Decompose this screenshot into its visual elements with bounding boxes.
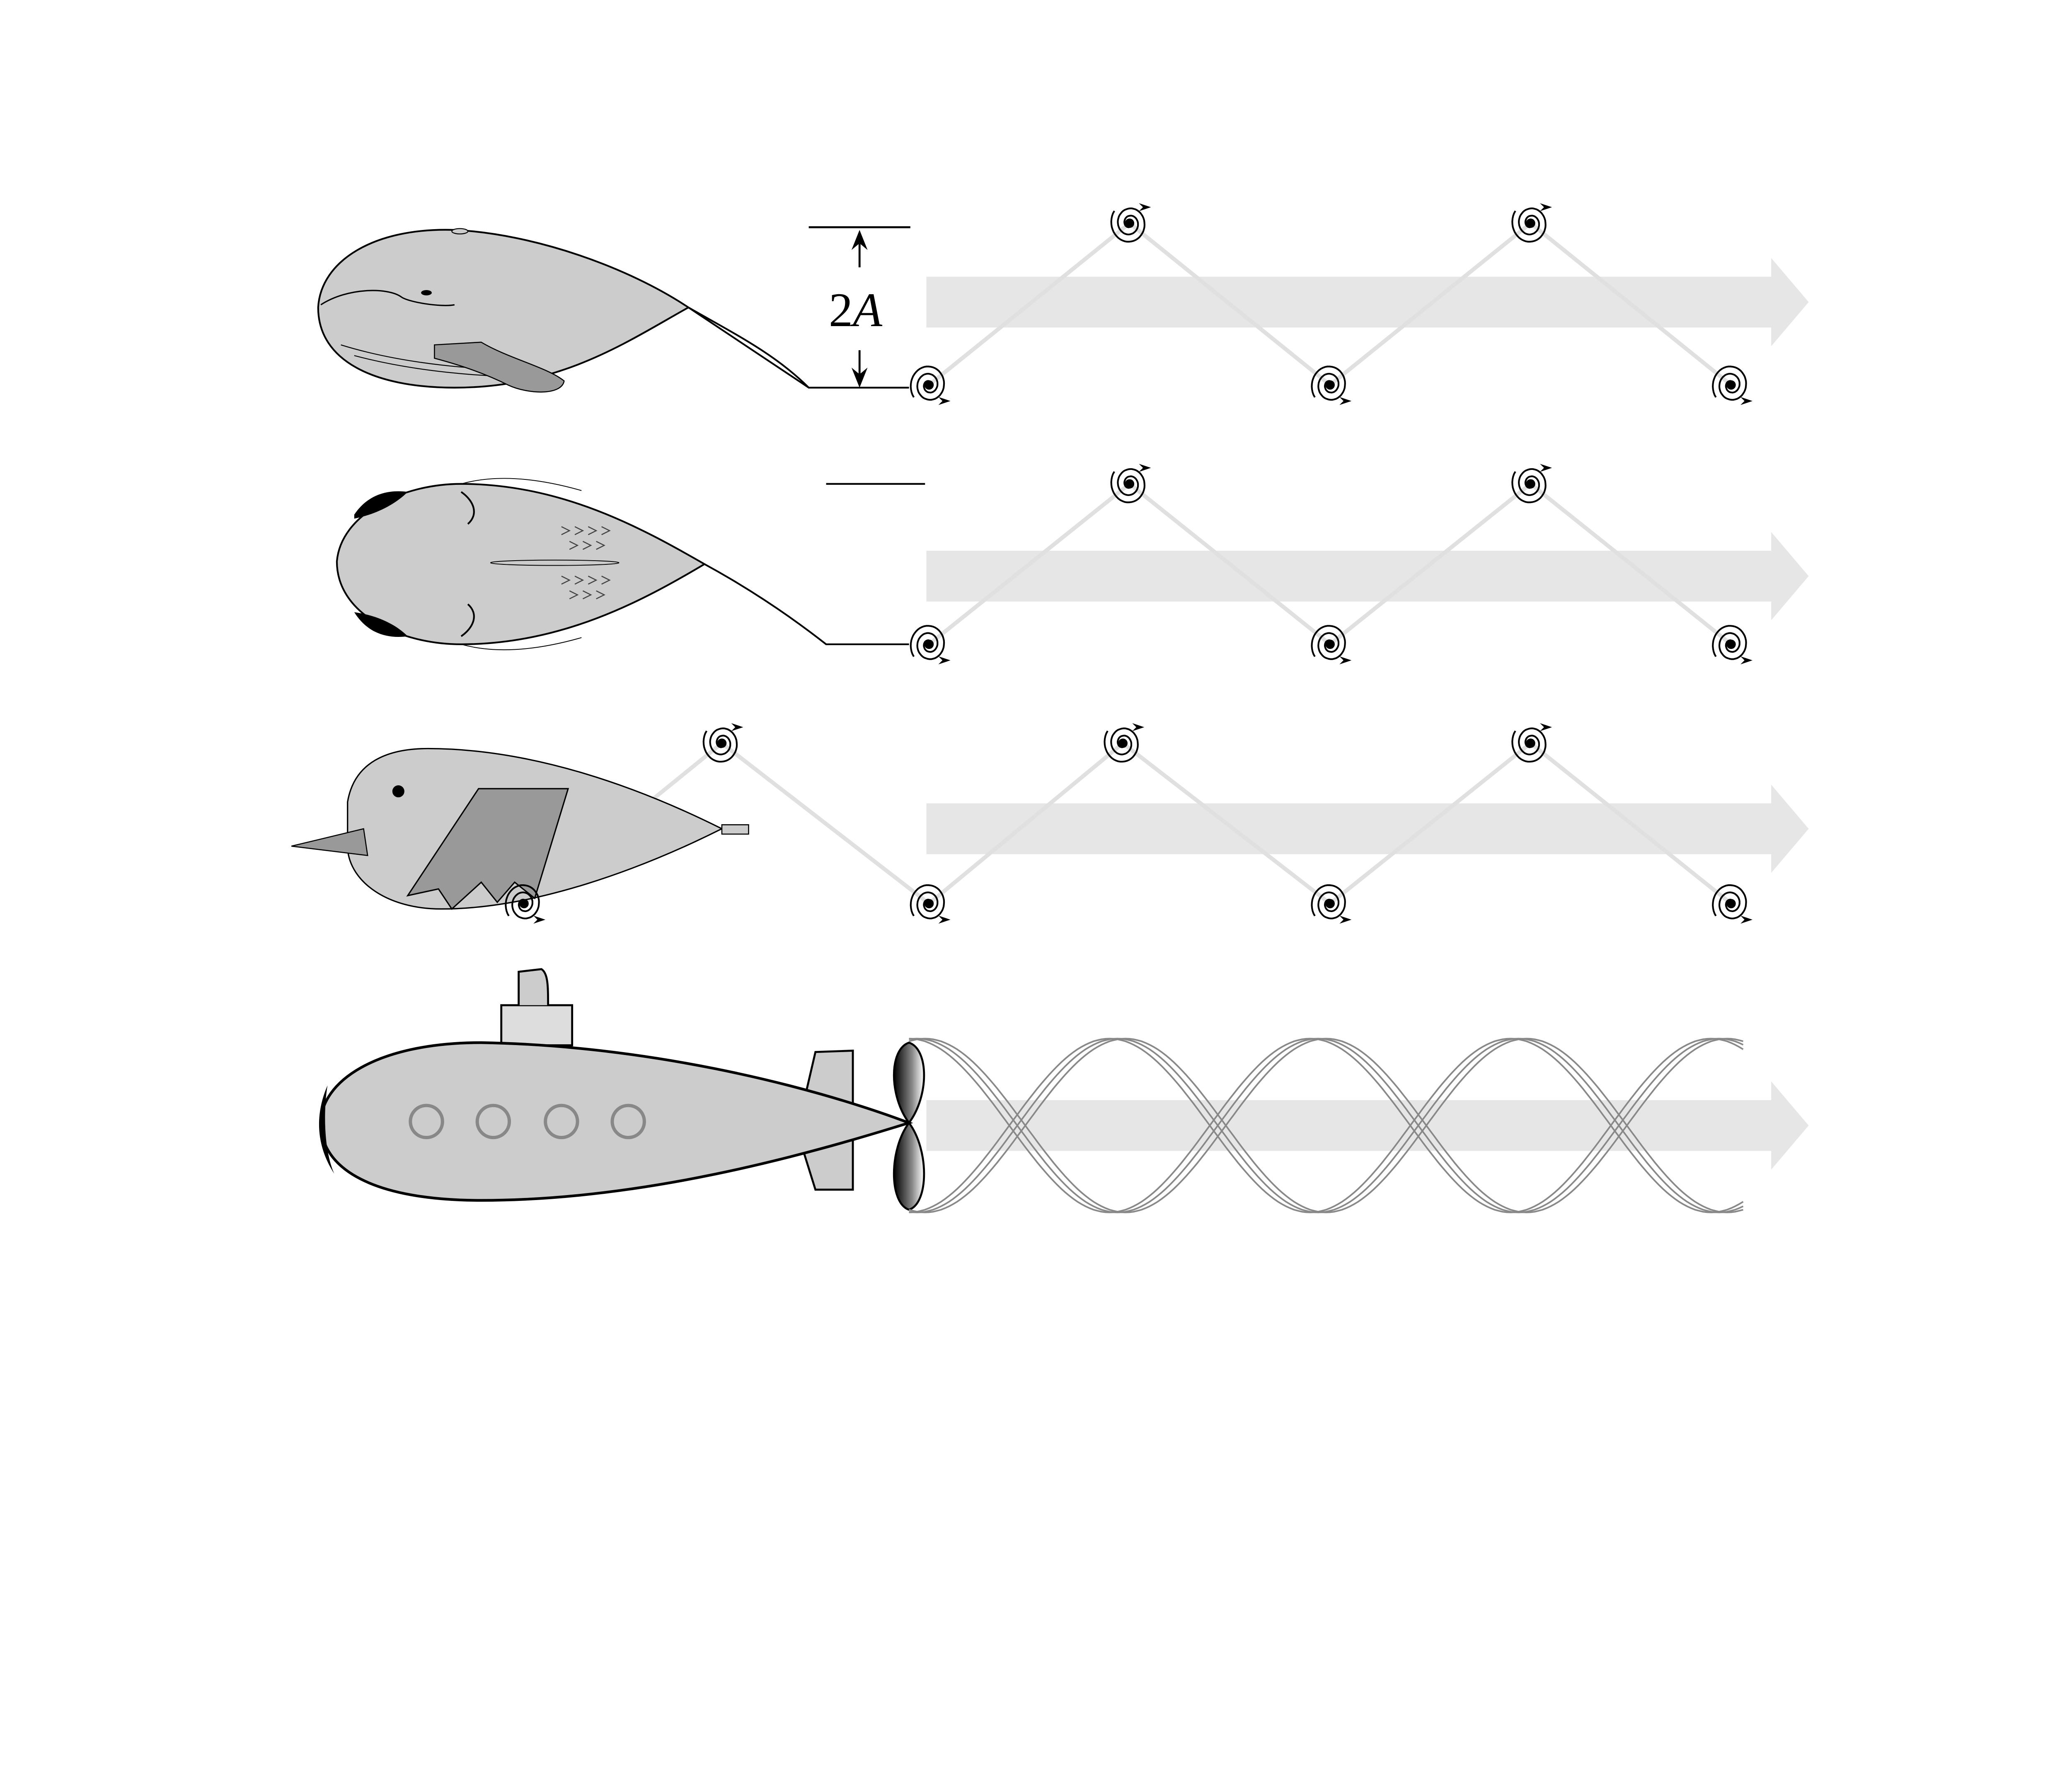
rotation-arrow-icon [1132, 723, 1145, 731]
amplitude-marker: 2A [808, 226, 925, 485]
rotation-arrow-icon [1339, 397, 1352, 405]
vortex-icon [1511, 464, 1552, 503]
vortex-spiral [1511, 207, 1547, 243]
seal-top-view [336, 478, 909, 651]
vortex-core [1325, 899, 1335, 908]
rotation-arrow-icon [731, 723, 743, 731]
vortex-spiral [1712, 884, 1747, 920]
amplitude-number: 2 [829, 284, 853, 337]
bird [291, 748, 749, 910]
rotation-arrow-icon [1139, 464, 1151, 472]
vortex-spiral [1712, 625, 1747, 660]
wake-arrows [926, 258, 1809, 1170]
vortex-icon [910, 884, 951, 924]
vortex-core [1125, 218, 1135, 228]
vortex-icon [910, 625, 951, 665]
helix-strand [909, 1038, 1743, 1213]
wake-arrow [926, 532, 1809, 620]
vortex-spiral [1712, 365, 1747, 401]
vortex-icon [1311, 365, 1352, 405]
diagram-canvas: 2A [291, 203, 1809, 1213]
vortex-core [1526, 218, 1535, 228]
helical-wake [909, 1038, 1744, 1213]
vortex-spiral [1110, 468, 1146, 503]
rotation-arrow-icon [1540, 464, 1552, 472]
vortex-icon [1110, 203, 1151, 243]
vortex-spiral [1511, 727, 1547, 763]
rotation-arrow-icon [938, 397, 951, 405]
wake-arrow [926, 784, 1809, 873]
vortex-icon [1712, 884, 1753, 924]
vortex-core [924, 380, 934, 390]
vortex-spiral [1311, 884, 1346, 920]
rotation-arrow-icon [1540, 203, 1552, 211]
vortex-icon [1511, 203, 1552, 243]
amplitude-symbol: A [850, 284, 883, 337]
vortex-spiral [910, 365, 945, 401]
rotation-arrow-icon [533, 915, 546, 924]
rotation-arrow-icon [1740, 397, 1753, 405]
helix-strand [909, 1038, 1744, 1213]
rotation-arrow-icon [1540, 723, 1552, 731]
gill-marks [561, 526, 611, 600]
rotation-arrow-icon [1139, 203, 1151, 211]
vortex-core [519, 899, 529, 908]
vortex-icon [1712, 625, 1753, 665]
helix-strand [909, 1038, 1744, 1213]
vortex-core [1726, 639, 1736, 649]
vortex-icon [1104, 723, 1145, 763]
vortex-core [1726, 380, 1736, 390]
vortex-core [717, 738, 727, 748]
vortex-spiral [1311, 625, 1346, 660]
vortex-icon [1311, 884, 1352, 924]
rotation-arrow-icon [1740, 656, 1753, 665]
vortex-spiral [702, 727, 738, 763]
rotation-arrow-icon [1339, 915, 1352, 924]
whale [317, 228, 909, 393]
rotation-arrow-icon [938, 656, 951, 665]
vortex-icon [1712, 365, 1753, 405]
vortex-core [1325, 380, 1335, 390]
vortex-icon [1311, 625, 1352, 665]
rotation-arrow-icon [938, 915, 951, 924]
vortex-spiral [1110, 207, 1146, 243]
vortex-icon [910, 365, 951, 405]
propeller [893, 1041, 925, 1211]
vortex-icon [505, 884, 546, 924]
vortex-spiral [910, 625, 945, 660]
vortex-core [1118, 738, 1128, 748]
vortex-core [1726, 899, 1736, 908]
vortex-spiral [505, 884, 540, 920]
vortex-core [1526, 738, 1535, 748]
vortex-spiral [910, 884, 945, 920]
vortices [505, 203, 1753, 924]
vortex-core [924, 899, 934, 908]
portholes [409, 1104, 646, 1140]
vortex-core [1526, 479, 1535, 489]
vortex-icon [1110, 464, 1151, 503]
wake-arrow [926, 1081, 1809, 1170]
swimming-propulsion-diagram: 2A [291, 203, 1809, 1213]
submarine [319, 968, 925, 1211]
rotation-arrow-icon [1339, 656, 1352, 665]
amplitude-label: 2A [829, 284, 883, 337]
vortex-spiral [1104, 727, 1139, 763]
vortex-spiral [1311, 365, 1346, 401]
vortex-core [1325, 639, 1335, 649]
rotation-arrow-icon [1740, 915, 1753, 924]
wake-arrow [926, 258, 1809, 346]
vortex-spiral [1511, 468, 1547, 503]
helix-strand [909, 1038, 1743, 1213]
vortex-icon [702, 723, 743, 763]
vortex-icon [1511, 723, 1552, 763]
vortex-core [924, 639, 934, 649]
vortex-core [1125, 479, 1135, 489]
